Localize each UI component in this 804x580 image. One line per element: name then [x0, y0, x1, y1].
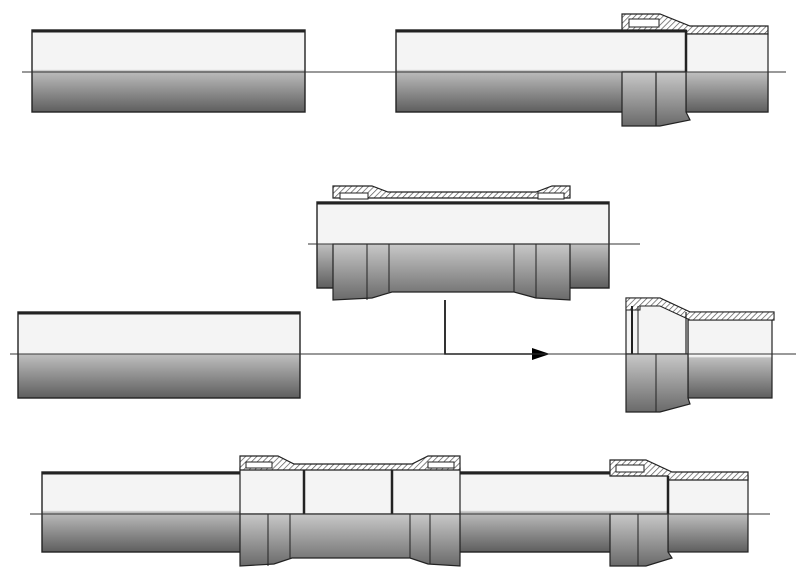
row-1: [22, 13, 786, 127]
row-3: [30, 455, 770, 567]
socket-fitting: [625, 297, 775, 413]
spigot-pipe-left: [31, 29, 306, 113]
spigot-pipe-middle: [17, 311, 301, 399]
socket-pipe-right: [395, 13, 769, 127]
double-socket-coupling-installed: [239, 455, 461, 567]
double-socket-coupling: [308, 185, 640, 301]
row-2: [10, 185, 796, 413]
arrow-right-icon: [444, 300, 550, 360]
